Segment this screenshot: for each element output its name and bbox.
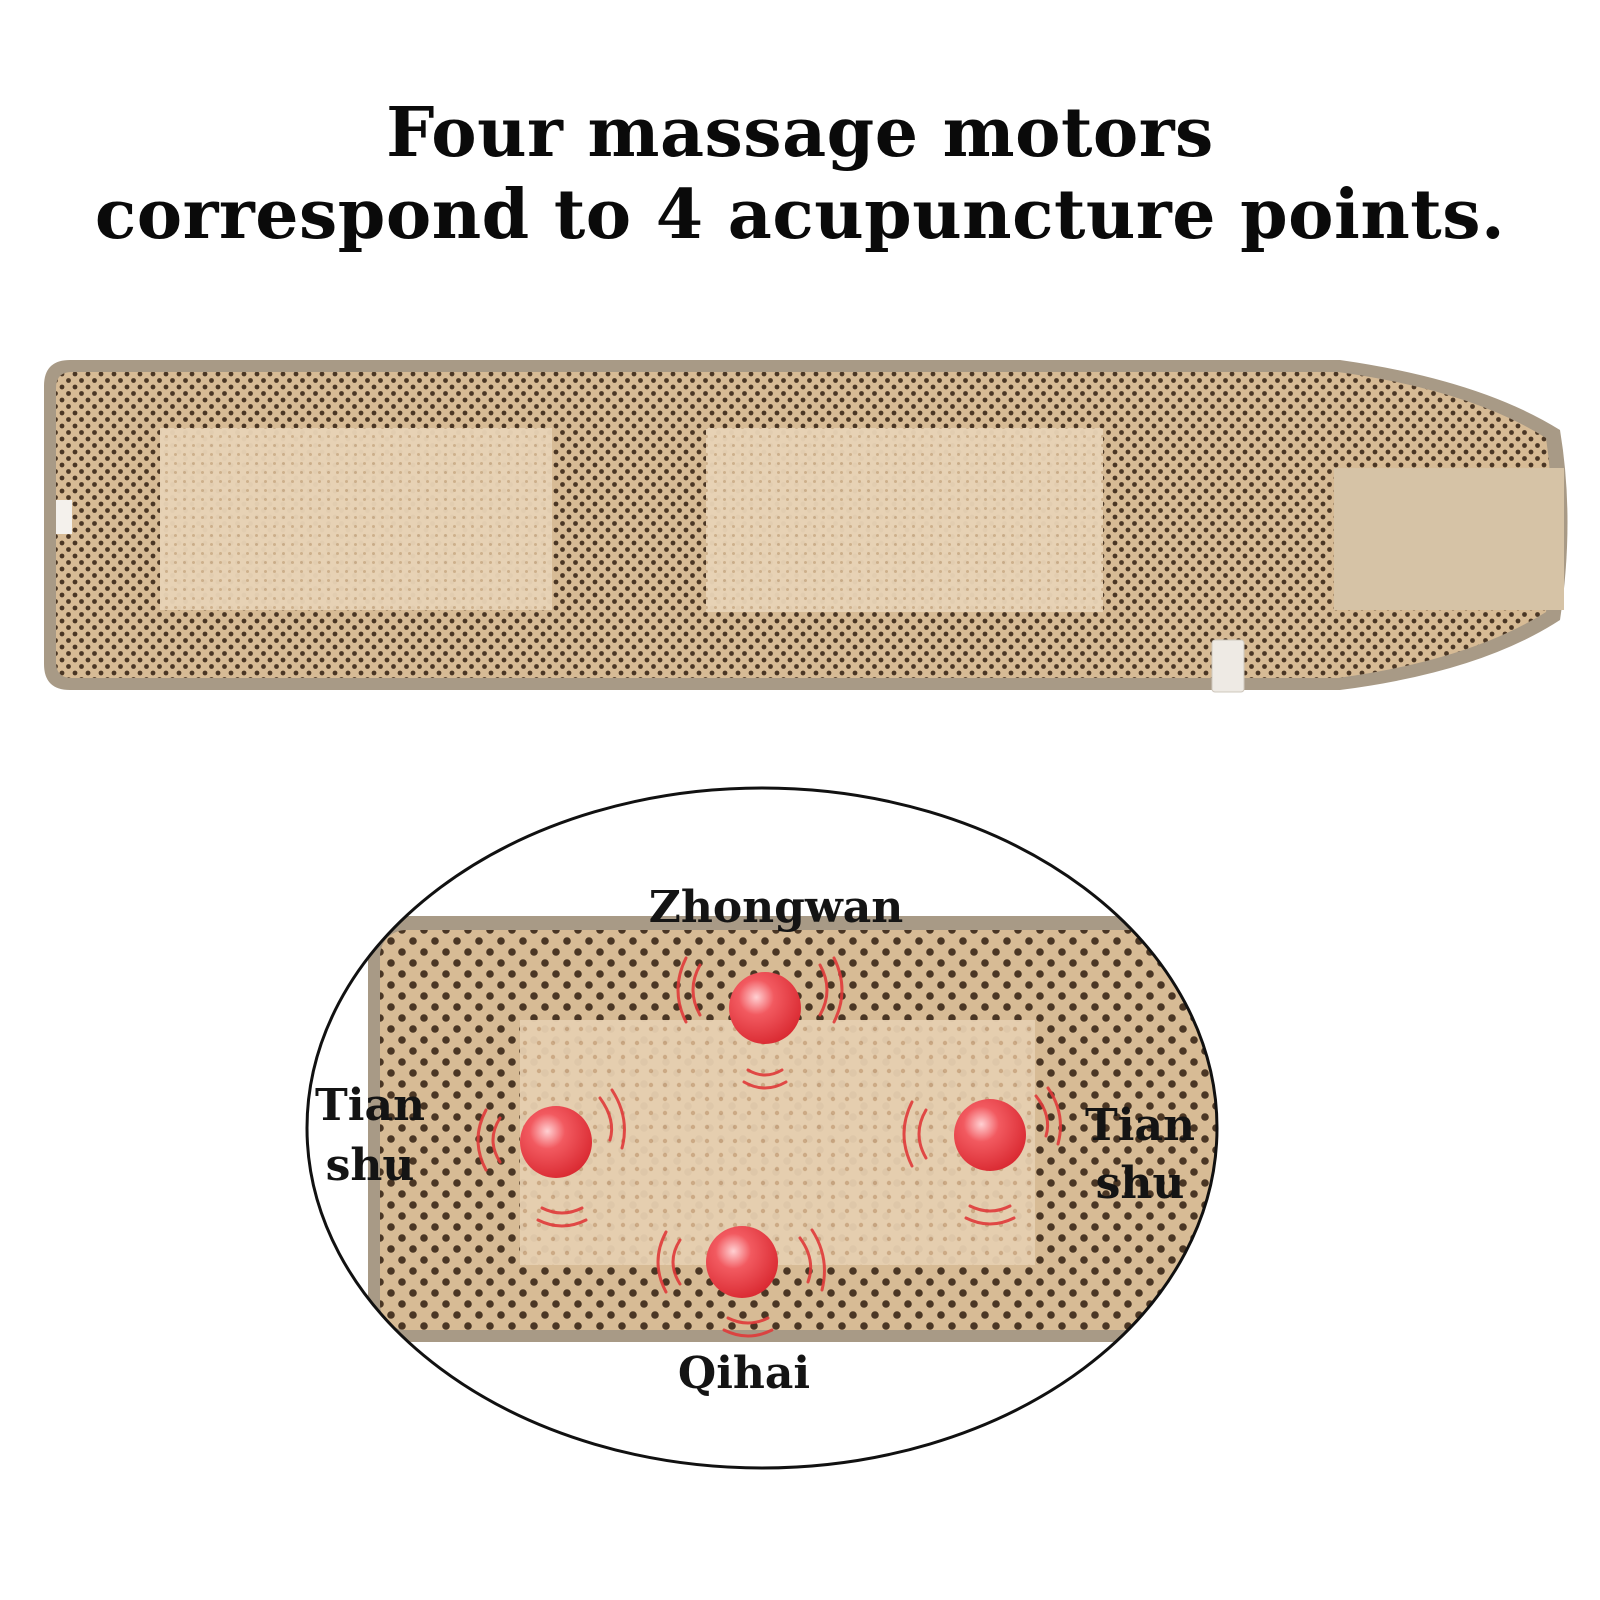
- belt-full-view: [44, 360, 1568, 693]
- label-tianshu-left-1: Tian: [315, 1080, 425, 1131]
- headline-line-2: correspond to 4 acupuncture points.: [94, 175, 1506, 255]
- label-tianshu-right-1: Tian: [1085, 1100, 1195, 1151]
- point-labels: Zhongwan Qihai Tian shu Tian shu: [315, 882, 1195, 1399]
- label-zhongwan: Zhongwan: [649, 882, 904, 933]
- closeup-oval: [305, 786, 1219, 1470]
- motor-tianshu-left: [520, 1106, 592, 1178]
- headline-line-1: Four massage motors: [386, 93, 1214, 173]
- belt-velcro-strip: [1334, 468, 1564, 610]
- motor-zhongwan: [729, 972, 801, 1044]
- belt-tag-left: [56, 500, 72, 534]
- belt-mesh-panel-right: [706, 428, 1103, 612]
- motor-qihai: [706, 1226, 778, 1298]
- label-tianshu-left-2: shu: [326, 1140, 415, 1191]
- vibration-arcs: [476, 956, 1062, 1338]
- label-tianshu-right-2: shu: [1096, 1158, 1185, 1209]
- closeup-oval-outline: [305, 786, 1219, 1470]
- belt-mesh-panel-left: [160, 428, 552, 610]
- motors: [520, 972, 1026, 1298]
- closeup-mesh-panel: [520, 1020, 1035, 1265]
- label-qihai: Qihai: [678, 1348, 810, 1399]
- belt-tag-bottom: [1211, 639, 1245, 693]
- motor-tianshu-right: [954, 1099, 1026, 1171]
- headline: Four massage motors correspond to 4 acup…: [0, 92, 1600, 256]
